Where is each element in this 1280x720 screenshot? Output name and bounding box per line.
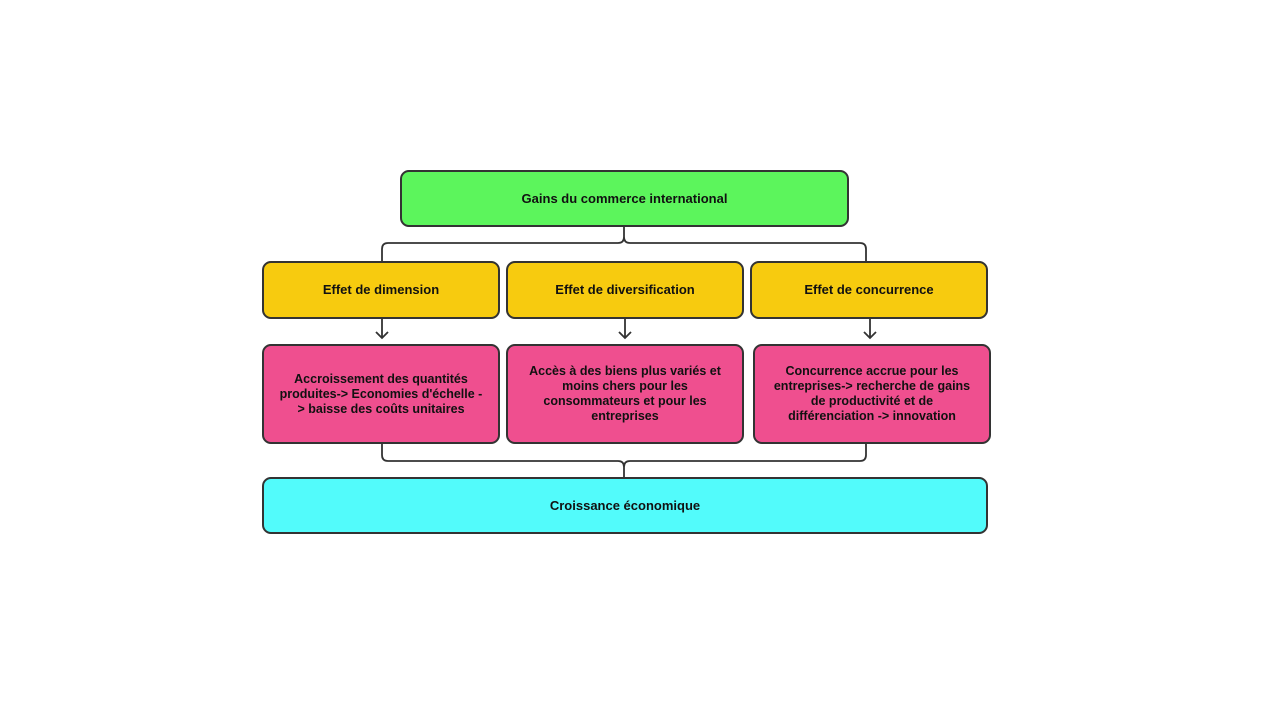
root-bracket	[381, 227, 867, 261]
effect-label: Effet de concurrence	[804, 282, 934, 298]
arrow-diversification	[618, 319, 632, 340]
detail-node-dimension: Accroissement des quantités produites-> …	[262, 344, 500, 444]
root-label: Gains du commerce international	[521, 190, 728, 206]
effect-node-dimension: Effet de dimension	[262, 261, 500, 319]
detail-text: Accroissement des quantités produites-> …	[279, 371, 483, 416]
effect-node-concurrence: Effet de concurrence	[750, 261, 988, 319]
effect-arrows	[375, 319, 877, 340]
arrow-dimension	[375, 319, 389, 340]
arrow-concurrence	[863, 319, 877, 340]
root-node: Gains du commerce international	[400, 170, 849, 227]
detail-text: Accès à des biens plus variés et moins c…	[529, 364, 721, 423]
effect-label: Effet de dimension	[322, 282, 440, 298]
result-label: Croissance économique	[549, 497, 701, 513]
detail-node-concurrence: Concurrence accrue pour les entreprises-…	[753, 344, 991, 444]
detail-node-diversification: Accès à des biens plus variés et moins c…	[506, 344, 744, 444]
result-node: Croissance économique	[262, 477, 988, 534]
effect-label: Effet de diversification	[555, 282, 695, 298]
detail-text: Concurrence accrue pour les entreprises-…	[773, 364, 971, 423]
effect-node-diversification: Effet de diversification	[506, 261, 744, 319]
result-bracket	[381, 444, 867, 477]
